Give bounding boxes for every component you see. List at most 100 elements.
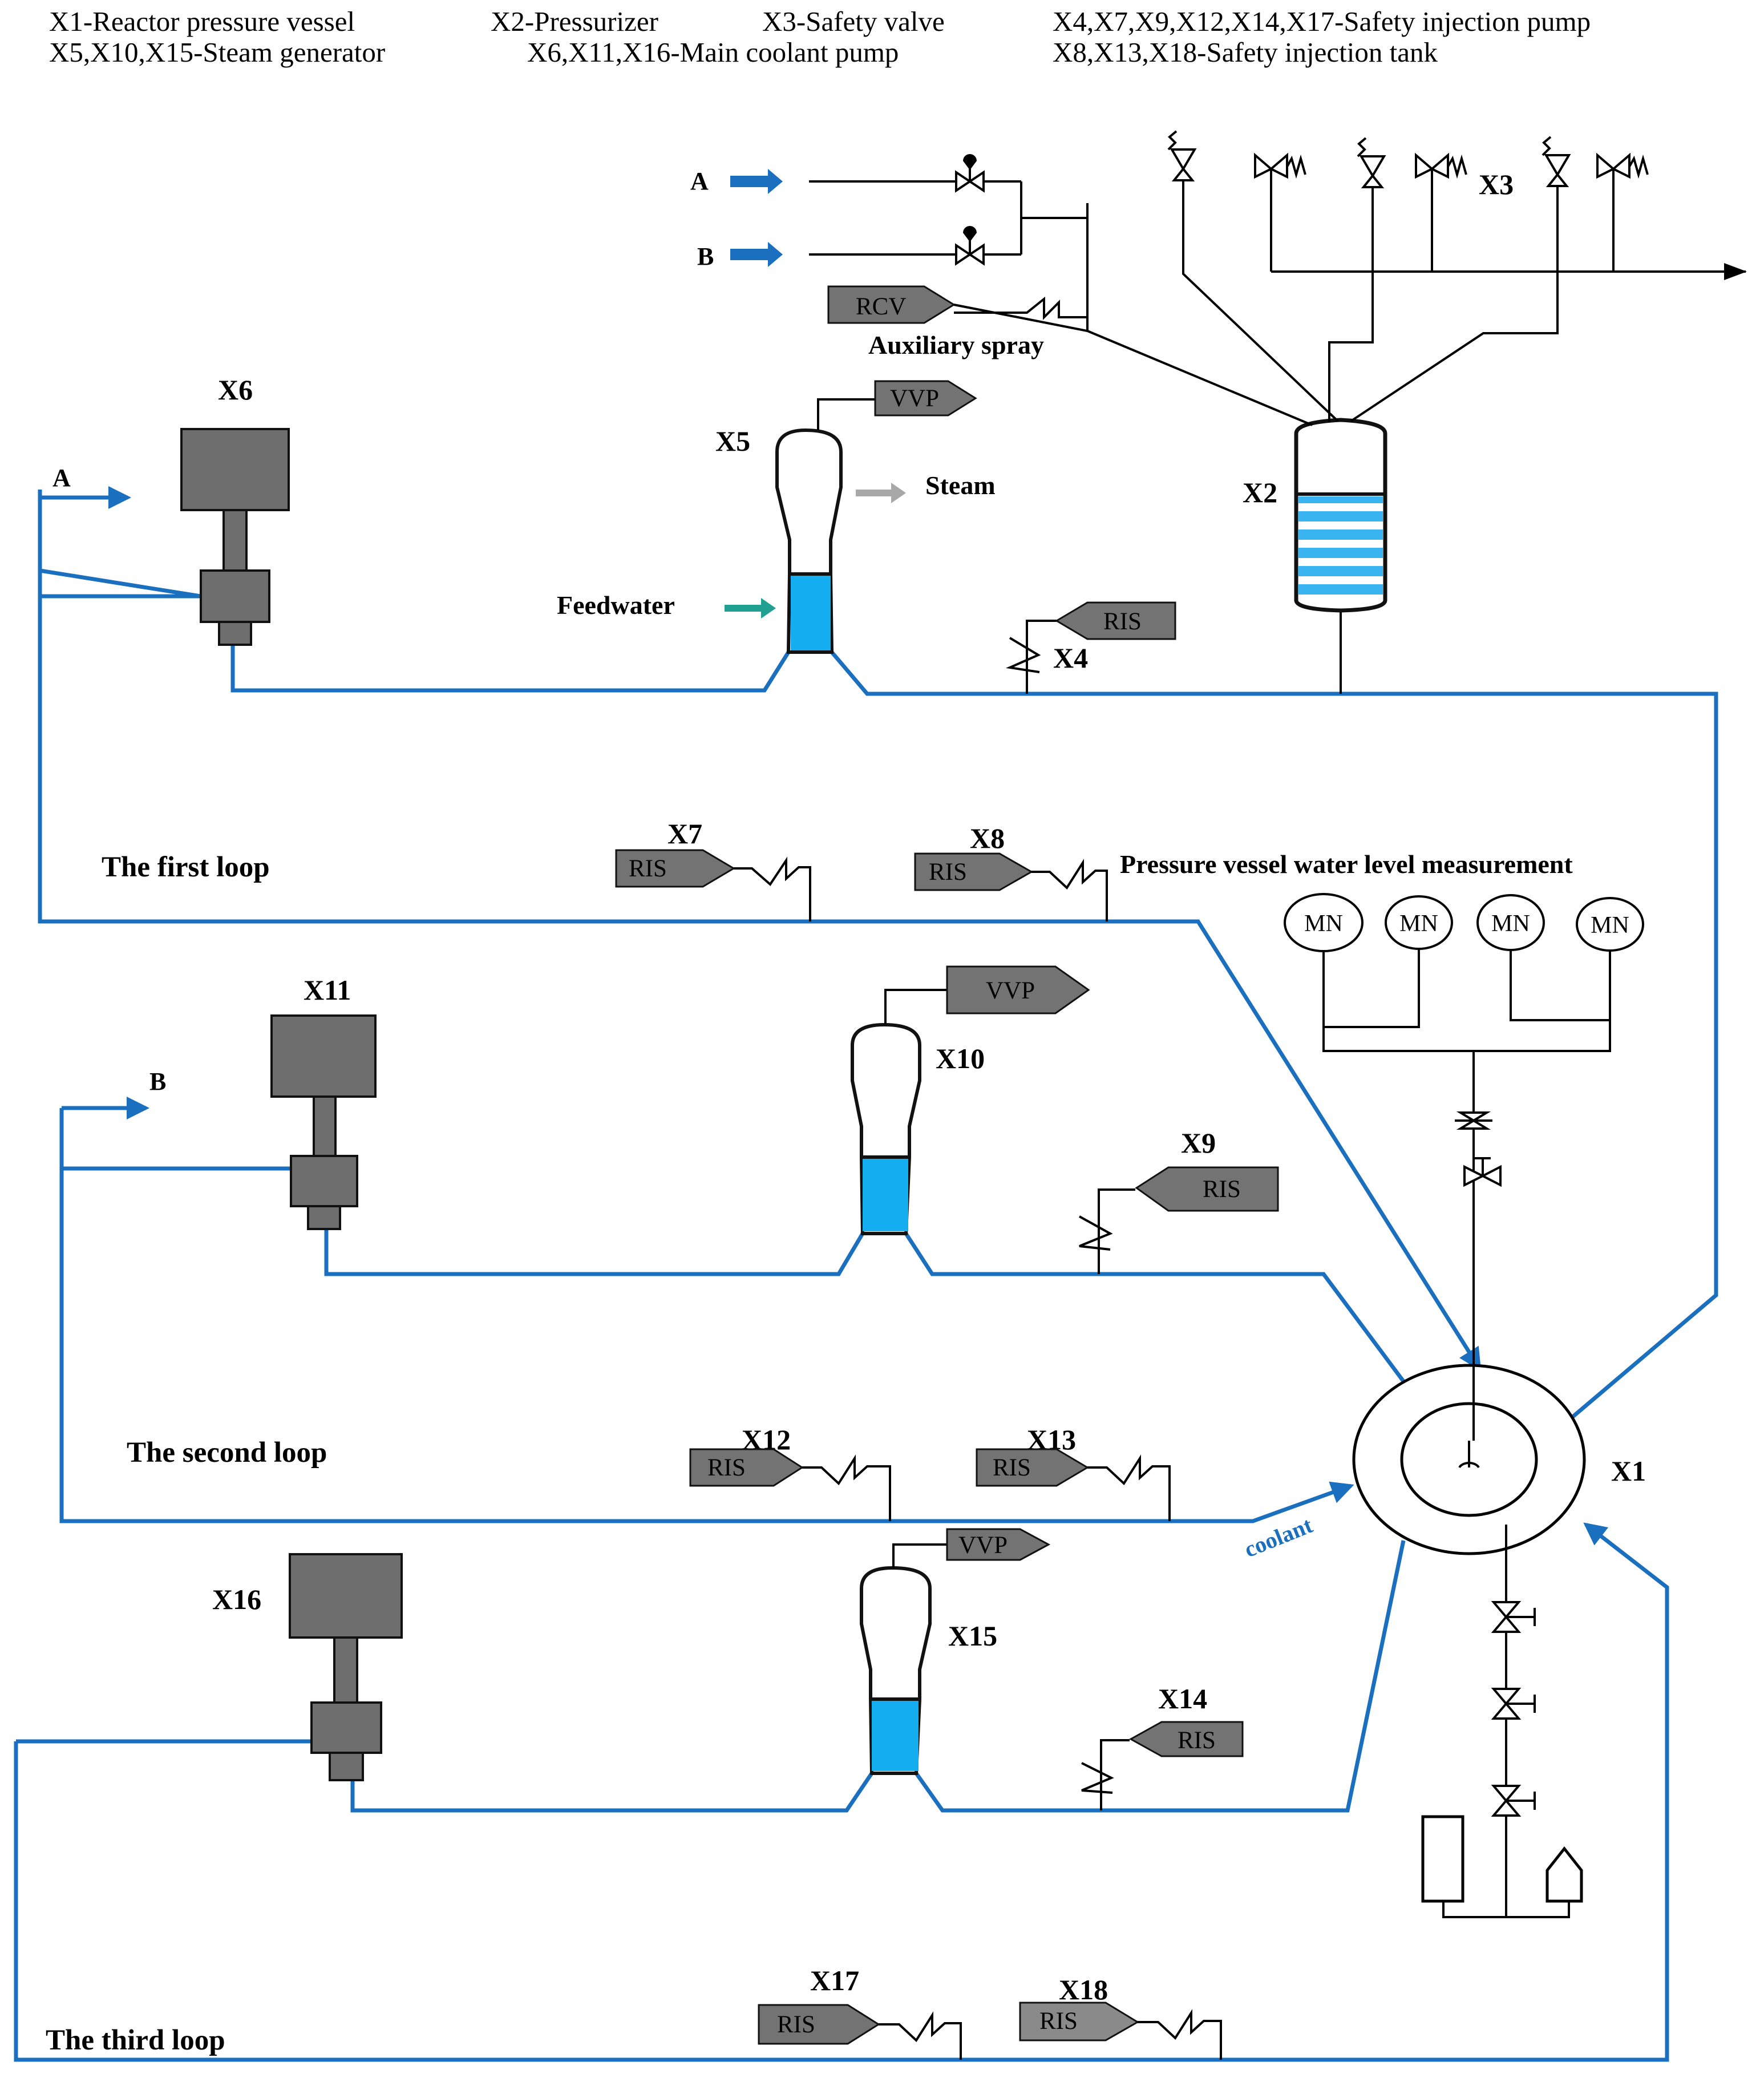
x15-vvp-line bbox=[892, 1543, 949, 1568]
spray-to-prz-line bbox=[1021, 217, 1089, 331]
loop-2: B X11 X10 VVP X9 RIS The second loop X12 bbox=[127, 965, 1279, 1521]
x7-check-valve bbox=[734, 856, 811, 921]
x5-vvp-line bbox=[817, 398, 880, 430]
drain-valve-3 bbox=[1491, 1785, 1536, 1817]
label-x10: X10 bbox=[936, 1042, 985, 1074]
safety-valve-3 bbox=[1357, 137, 1386, 188]
legend-x1: X1-Reactor pressure vessel bbox=[49, 6, 355, 37]
x12-check-valve bbox=[802, 1454, 891, 1521]
loop1-pump-to-sg-pipe bbox=[230, 644, 790, 693]
spray-b-label: B bbox=[697, 242, 714, 270]
spray-a-arrow-icon bbox=[730, 169, 783, 194]
label-x14: X14 bbox=[1158, 1683, 1207, 1715]
label-x4: X4 bbox=[1053, 642, 1088, 674]
svg-text:RIS: RIS bbox=[777, 2011, 815, 2038]
mn-gauge-4: MN bbox=[1576, 897, 1644, 952]
drain-valve-1 bbox=[1491, 1601, 1536, 1633]
pressurizer-system: X2 bbox=[1086, 130, 1747, 694]
label-x11: X11 bbox=[304, 974, 351, 1006]
svg-text:RIS: RIS bbox=[1178, 1727, 1216, 1754]
safety-valve-6 bbox=[1596, 152, 1649, 179]
mn-valve-2 bbox=[1463, 1157, 1502, 1187]
rcv-check-valve bbox=[954, 296, 1087, 320]
label-x5: X5 bbox=[715, 425, 750, 457]
label-x16: X16 bbox=[212, 1583, 261, 1615]
ris-tag-x18: RIS bbox=[1019, 2002, 1139, 2041]
ris-tag-x9: RIS bbox=[1135, 1166, 1279, 1212]
mn-header bbox=[1322, 1020, 1611, 1052]
rcv-tag: RCV bbox=[827, 285, 956, 324]
main-coolant-pump-x16 bbox=[289, 1553, 403, 1781]
ris-tag-x7: RIS bbox=[615, 849, 735, 888]
legend-x2: X2-Pressurizer bbox=[491, 6, 658, 37]
label-x8: X8 bbox=[970, 822, 1005, 854]
loop2-b-label: B bbox=[149, 1068, 166, 1095]
spray-valve-a bbox=[955, 154, 985, 193]
svg-text:MN: MN bbox=[1399, 911, 1438, 937]
legend-x4: X4,X7,X9,X12,X14,X17-Safety injection pu… bbox=[1053, 6, 1591, 37]
loop2-cross-pipe bbox=[59, 1108, 1354, 1523]
svg-text:RIS: RIS bbox=[1103, 608, 1142, 635]
steam-generator-x5 bbox=[775, 428, 843, 654]
loop3-hot-leg-pipe bbox=[915, 1540, 1406, 1813]
svg-text:RIS: RIS bbox=[993, 1454, 1031, 1481]
x10-vvp-line bbox=[884, 989, 950, 1025]
loop1-cold-leg-pipe bbox=[39, 568, 201, 599]
loop1-hot-leg-pipe bbox=[830, 650, 1718, 1450]
loop3-pump-to-sg-pipe bbox=[350, 1772, 873, 1813]
ris-tag-x12: RIS bbox=[689, 1448, 804, 1487]
svg-text:MN: MN bbox=[1491, 911, 1530, 937]
x14-check-valve bbox=[1081, 1762, 1114, 1794]
reactor-pressure-vessel: X1 coolant bbox=[1241, 1364, 1646, 1562]
legend-x5: X5,X10,X15-Steam generator bbox=[49, 37, 385, 68]
prz-line-to-valve-1 bbox=[1182, 169, 1339, 422]
label-x3: X3 bbox=[1479, 168, 1514, 200]
ris-tag-x13: RIS bbox=[976, 1448, 1089, 1487]
main-coolant-pump-x11 bbox=[270, 1014, 377, 1230]
svg-text:RIS: RIS bbox=[707, 1454, 746, 1481]
steam-generator-x10 bbox=[851, 1022, 921, 1235]
spray-valve-b bbox=[955, 226, 985, 266]
steam-label: Steam bbox=[925, 471, 996, 500]
ris-tag-x8: RIS bbox=[914, 852, 1034, 891]
safety-valve-2 bbox=[1254, 152, 1306, 179]
ris-tag-x17: RIS bbox=[758, 2004, 880, 2045]
mn-gauge-2: MN bbox=[1385, 895, 1453, 950]
vvp-tag-x10: VVP bbox=[946, 965, 1090, 1014]
x9-check-valve bbox=[1079, 1215, 1113, 1251]
x13-check-valve bbox=[1087, 1454, 1171, 1521]
label-x9: X9 bbox=[1181, 1127, 1216, 1159]
mn-connect-1 bbox=[1322, 949, 1420, 1028]
auxiliary-spray-label: Auxiliary spray bbox=[868, 330, 1044, 359]
steam-arrow-icon bbox=[856, 483, 906, 503]
svg-text:RIS: RIS bbox=[929, 859, 967, 886]
mn-connect-2 bbox=[1510, 950, 1611, 1021]
loop2-hot-leg-pipe bbox=[904, 1232, 1434, 1421]
pressurizer-x2 bbox=[1294, 418, 1387, 613]
mn-valve-1 bbox=[1455, 1111, 1492, 1130]
prz-spray-line bbox=[1086, 203, 1313, 426]
loop-2-label: The second loop bbox=[127, 1437, 327, 1469]
water-level-measurement: Pressure vessel water level measurement … bbox=[1120, 850, 1644, 1918]
x14-line bbox=[1100, 1739, 1130, 1810]
spray-b-arrow-icon bbox=[730, 242, 783, 267]
feedwater-arrow-icon bbox=[725, 598, 776, 618]
svg-text:VVP: VVP bbox=[958, 1532, 1008, 1559]
x17-check-valve bbox=[879, 2011, 962, 2060]
label-x15: X15 bbox=[948, 1620, 997, 1652]
svg-text:RIS: RIS bbox=[1039, 2008, 1078, 2035]
x4-check-valve bbox=[1005, 637, 1041, 673]
safety-valve-4 bbox=[1415, 152, 1467, 179]
svg-text:VVP: VVP bbox=[986, 977, 1035, 1004]
svg-text:RIS: RIS bbox=[629, 855, 667, 882]
label-x2: X2 bbox=[1243, 476, 1277, 508]
vvp-tag-x15: VVP bbox=[946, 1528, 1051, 1561]
label-x7: X7 bbox=[667, 818, 702, 850]
prz-line-to-valve-3 bbox=[1328, 178, 1374, 422]
legend-x3: X3-Safety valve bbox=[762, 6, 945, 37]
rcv-line bbox=[953, 304, 1088, 332]
svg-text:VVP: VVP bbox=[890, 385, 939, 412]
drain-tank bbox=[1421, 1815, 1464, 1903]
safety-valve-1 bbox=[1167, 130, 1197, 181]
